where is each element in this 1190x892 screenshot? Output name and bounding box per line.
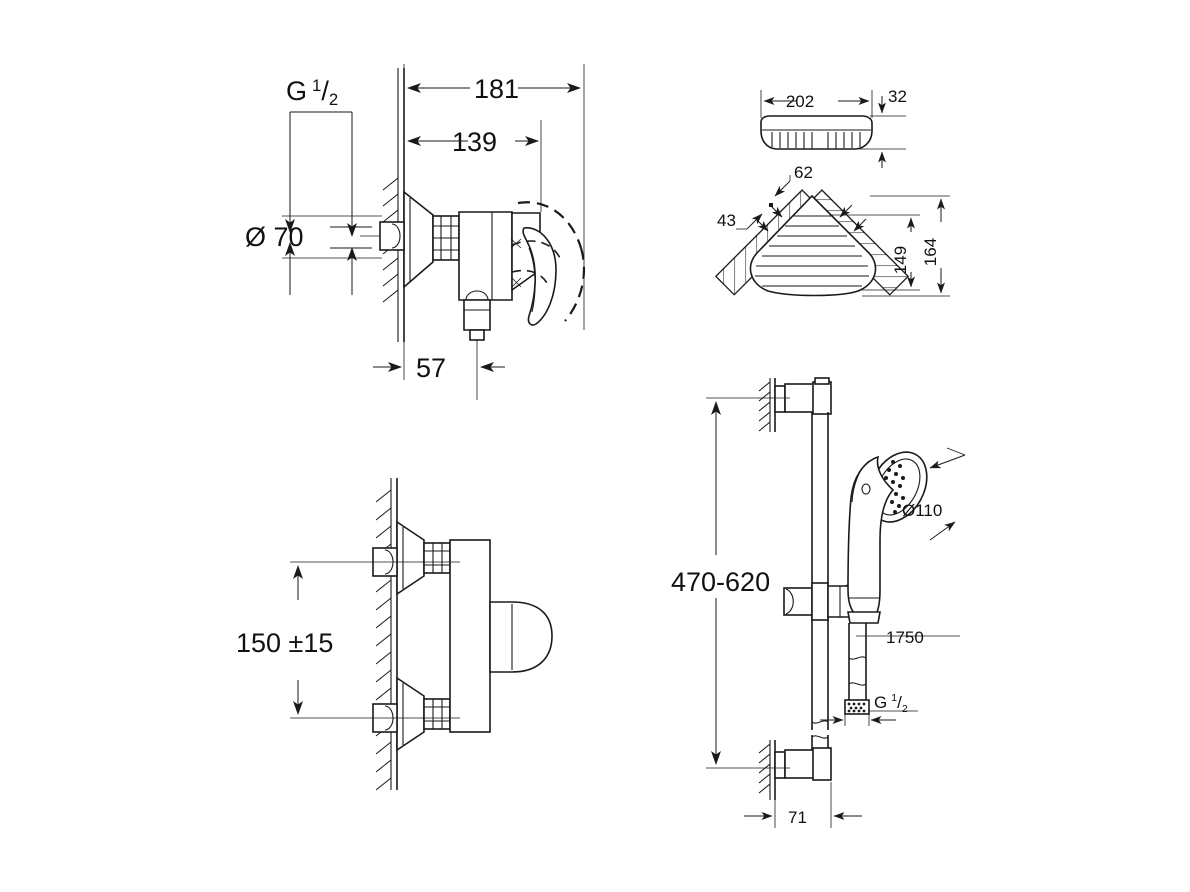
basket-ribs-profile [771, 132, 861, 149]
wall-hatch-ticks-front [375, 489, 392, 791]
rail-wall-bracket-top [758, 377, 832, 432]
mixer-coupling-nut [432, 215, 460, 261]
dim-57: 57 [373, 320, 505, 383]
view-shower-rail: 470-620 Ø110 1750 G1/2 [671, 377, 966, 828]
dim-62: 62 [774, 163, 813, 197]
dim-label-57: 57 [416, 353, 446, 383]
dim-label-181: 181 [474, 74, 519, 104]
dim-label-149: 149 [891, 246, 910, 274]
dim-139: 139 [407, 120, 542, 212]
spray-nozzle-dots [884, 460, 905, 514]
handle-motion-arc [510, 201, 586, 322]
dim-label-139: 139 [452, 127, 497, 157]
mixer-front-lower-connection [372, 676, 451, 752]
view-mixer-front: 150 ±15 [236, 478, 553, 791]
mixer-front-body [449, 539, 553, 733]
dim-label-d70: Ø 70 [245, 222, 304, 252]
view-mixer-side: G1/2 Ø 70 181 139 57 [245, 64, 586, 400]
dim-149: 149 [832, 214, 920, 291]
dim-label-71: 71 [788, 808, 807, 827]
dim-label-43: 43 [717, 211, 736, 230]
dim-diameter-110: Ø110 [902, 447, 966, 541]
basket-ribs-plan [755, 215, 869, 287]
dim-diameter-70: Ø 70 [245, 222, 372, 252]
view-basket-plan: 62 43 149 [714, 163, 950, 297]
dim-label-164: 164 [921, 238, 940, 266]
dim-label-150: 150 ±15 [236, 628, 333, 658]
dim-470-620: 470-620 [671, 397, 790, 769]
dim-202: 202 [760, 90, 873, 118]
dim-181: 181 [403, 64, 585, 330]
dim-label-1750: 1750 [886, 628, 924, 647]
dim-1750: 1750 [856, 628, 960, 647]
rail-wall-bracket-bottom [758, 740, 832, 800]
dim-71: 71 [744, 782, 862, 828]
hose-nut-knurl [847, 702, 866, 713]
dim-164: 164 [862, 195, 950, 297]
dim-43: 43 [717, 203, 867, 232]
dim-150-pm15: 150 ±15 [236, 561, 460, 719]
wall-hatch-bracket-bottom [758, 743, 771, 794]
hand-shower [847, 451, 928, 624]
dim-label-32: 32 [888, 87, 907, 106]
dim-label-470-620: 470-620 [671, 567, 770, 597]
mixer-body [458, 211, 541, 400]
mixer-lever-handle [522, 227, 557, 326]
dim-label-110: Ø110 [902, 501, 942, 520]
dim-label-62: 62 [794, 163, 813, 182]
wall-hatch-bracket-top [758, 381, 771, 432]
dim-32: 32 [858, 87, 907, 168]
mixer-escutcheon [360, 190, 434, 289]
view-basket-profile: 202 32 [760, 87, 907, 168]
dim-label-202: 202 [786, 92, 814, 111]
